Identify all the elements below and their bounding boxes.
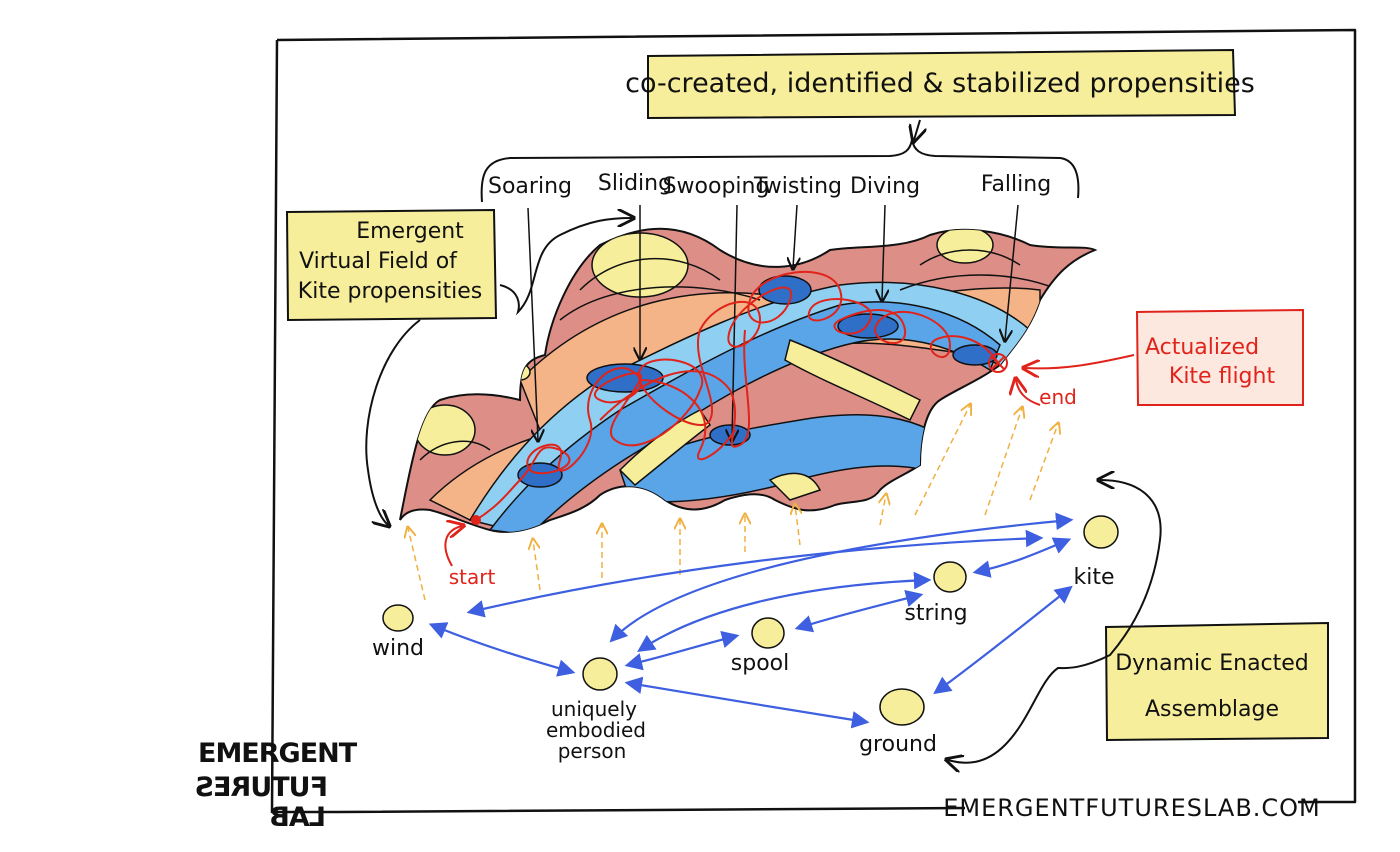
propensity-label-sliding: Sliding <box>598 171 672 196</box>
outer-frame <box>270 28 1357 814</box>
website-label: EMERGENTFUTURESLAB.COM <box>943 794 1321 822</box>
assemblage-box: Dynamic Enacted Assemblage <box>1104 621 1329 742</box>
propensity-label-swooping: Swooping <box>663 174 770 199</box>
person-label-line2: embodied <box>546 718 646 742</box>
propensity-label-diving: Diving <box>850 174 920 199</box>
field-box-arrow-bottom <box>365 319 421 525</box>
propensities-brace <box>480 139 1080 203</box>
wind-label: wind <box>372 636 424 661</box>
end-label: end <box>1039 385 1077 409</box>
emergent-futures-lab-logo: EMERGENT FUTURES LAB <box>196 738 359 833</box>
person-node <box>582 657 618 691</box>
person-label-line3: person <box>558 739 627 763</box>
propensity-label-soaring: Soaring <box>488 174 572 199</box>
propensity-labels: Soaring Sliding Swooping Twisting Diving… <box>488 171 1051 199</box>
person-label-line1: uniquely <box>551 697 637 721</box>
flight-start-dot <box>471 515 481 525</box>
propensity-label-falling: Falling <box>981 172 1051 197</box>
logo-line3: LAB <box>270 802 326 833</box>
virtual-field-landscape <box>399 227 1098 533</box>
virtual-field-box: Emergent Virtual Field of Kite propensit… <box>285 208 498 322</box>
actualized-flight-box: Actualized Kite flight <box>1135 308 1304 406</box>
assemblage-label-line1: Dynamic Enacted <box>1115 651 1309 676</box>
spool-label: spool <box>731 651 789 676</box>
ground-label: ground <box>859 732 937 757</box>
field-box-arrow-top <box>499 218 632 316</box>
spool-node <box>751 617 785 649</box>
string-label: string <box>904 601 967 626</box>
kite-node <box>1083 515 1119 549</box>
wind-node <box>382 604 414 632</box>
virtual-field-label-line3: Kite propensities <box>298 279 482 304</box>
flight-end-marker <box>988 353 1008 373</box>
header-box: co-created, identified & stabilized prop… <box>625 48 1255 120</box>
assemblage-label-line2: Assemblage <box>1145 697 1279 722</box>
logo-line2: FUTURES <box>196 772 328 803</box>
ground-node <box>879 688 925 726</box>
kite-label: kite <box>1073 565 1114 590</box>
header-pointer-arrow <box>914 119 920 140</box>
string-node <box>933 561 967 593</box>
actualized-flight-path <box>475 270 999 521</box>
end-arrow <box>1016 380 1041 406</box>
assemblage-relations <box>428 512 1074 729</box>
start-arrow <box>444 526 462 567</box>
propensity-label-twisting: Twisting <box>753 174 842 199</box>
assemblage-bracket <box>948 480 1162 763</box>
logo-line1: EMERGENT <box>198 738 358 769</box>
actualized-flight-label-line2: Kite flight <box>1169 364 1276 389</box>
actualized-flight-arrow <box>1025 354 1135 368</box>
header-box-label: co-created, identified & stabilized prop… <box>625 68 1255 99</box>
actualized-flight-label-line1: Actualized <box>1145 335 1259 360</box>
virtual-field-label-line2: Virtual Field of <box>299 249 458 274</box>
start-label: start <box>449 565 496 589</box>
virtual-field-label-line1: Emergent <box>356 219 464 244</box>
